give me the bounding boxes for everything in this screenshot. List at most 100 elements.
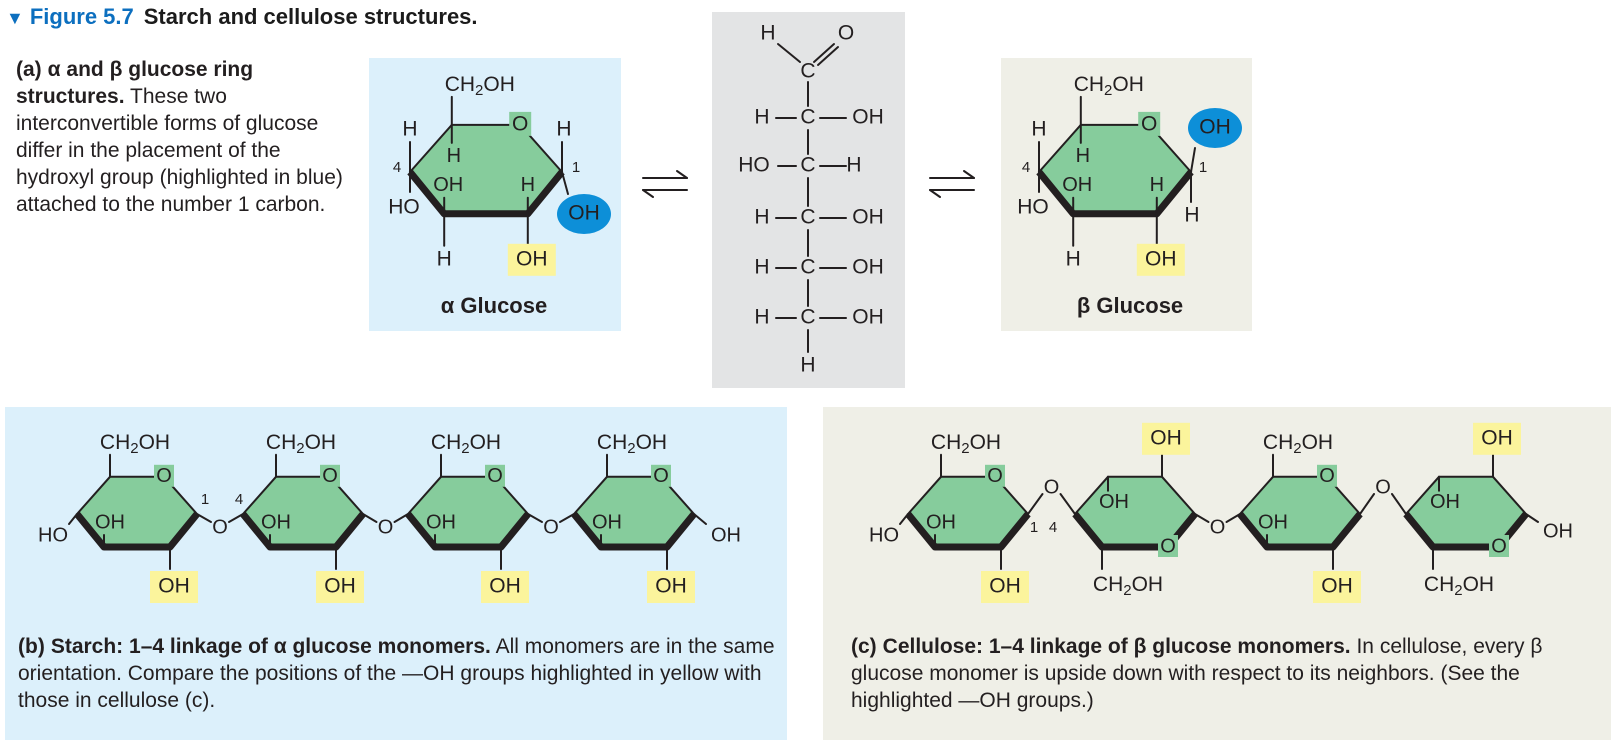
ch2oh-label: CH2OH <box>1093 573 1163 599</box>
yellow-hydroxyl: OH <box>655 575 687 598</box>
carbon-number-4: 4 <box>235 491 243 508</box>
carbon-label: C <box>800 60 815 83</box>
panel-c-heading: Cellulose: 1–4 linkage of β glucose mono… <box>882 635 1351 658</box>
bond-line <box>228 513 244 523</box>
substituent-label: OH <box>852 206 884 229</box>
hydrogen-label: H <box>1076 145 1090 167</box>
hydroxyl-label: OH <box>1099 491 1129 513</box>
hydroxyl-label: HO <box>1017 196 1049 219</box>
carbon-number-1: 1 <box>201 491 209 508</box>
ch2oh-label: CH2OH <box>931 430 1001 456</box>
hydroxyl-label: OH <box>426 511 456 533</box>
bond-line <box>1225 513 1241 523</box>
yellow-hydroxyl: OH <box>1321 575 1353 598</box>
equilibrium-arrow <box>963 170 975 179</box>
hydrogen-label: H <box>447 145 461 167</box>
ring-front-edge <box>1036 169 1194 218</box>
panel-b-heading: Starch: 1–4 linkage of α glucose monomer… <box>50 635 491 658</box>
ring-front-edge <box>407 169 565 218</box>
yellow-highlight <box>1142 422 1190 455</box>
bond-line <box>393 513 409 523</box>
glycosidic-oxygen: O <box>212 516 228 538</box>
ch2oh-label: CH2OH <box>1074 72 1144 98</box>
hydrogen-label: H <box>760 22 775 45</box>
hydroxyl-label: HO <box>38 524 68 546</box>
figure-number: Figure 5.7 <box>29 4 134 29</box>
carbon-label: C <box>800 256 815 279</box>
hydroxyl-label: OH <box>711 524 741 546</box>
hydroxyl-label: HO <box>388 196 420 219</box>
ring-front-edge <box>240 511 366 551</box>
hydroxyl-label: OH <box>261 511 291 533</box>
bond-line <box>899 513 909 525</box>
hydroxyl-label: OH <box>1543 520 1573 542</box>
collapse-triangle-icon[interactable]: ▼ <box>6 8 24 28</box>
bond-line <box>817 46 839 66</box>
carbon-number-1: 1 <box>1199 159 1207 176</box>
yellow-highlight <box>316 571 364 603</box>
panel-b-caption: (b)Starch: 1–4 linkage of α glucose mono… <box>18 633 778 714</box>
hydrogen-label: H <box>1150 174 1164 196</box>
cellulose-panel <box>823 407 1611 740</box>
ch2oh-label: CH2OH <box>445 72 515 98</box>
carbon-number-1: 1 <box>572 159 580 176</box>
yellow-highlight <box>1136 243 1185 276</box>
yellow-highlight <box>150 571 198 603</box>
glycosidic-oxygen: O <box>1375 476 1391 498</box>
ring-oxygen: O <box>1160 535 1176 557</box>
ring-oxygen-bg <box>1317 464 1337 487</box>
hydroxyl-label: OH <box>433 174 463 196</box>
bond-line <box>527 513 543 523</box>
equilibrium-arrow <box>642 189 654 198</box>
bond-line <box>1059 493 1076 515</box>
anomeric-hydroxyl: OH <box>568 202 600 225</box>
bond-line <box>1027 493 1044 515</box>
carbon-label: C <box>800 106 815 129</box>
panel-a-label: (a) <box>16 58 42 81</box>
ring-oxygen-bg <box>320 464 340 487</box>
glycosidic-oxygen: O <box>543 516 559 538</box>
equilibrium-arrow <box>929 189 941 198</box>
yellow-highlight <box>481 571 529 603</box>
carbon-number-4: 4 <box>393 159 401 176</box>
bond-line <box>1391 493 1407 515</box>
hydrogen-label: H <box>556 118 571 141</box>
substituent-label: OH <box>852 106 884 129</box>
equilibrium-arrow <box>676 170 688 179</box>
carbon-label: C <box>800 154 815 177</box>
carbon-number-1: 1 <box>1030 519 1038 536</box>
hydrogen-label: H <box>1031 118 1046 141</box>
substituent-label: H <box>754 306 769 329</box>
ring-front-edge <box>74 511 200 551</box>
blue-highlight <box>1188 108 1242 148</box>
hydroxyl-label: OH <box>1258 511 1288 533</box>
ring-oxygen: O <box>156 465 172 487</box>
bond-line <box>561 171 569 195</box>
ch2oh-label: CH2OH <box>431 430 501 456</box>
ring-front-edge <box>571 511 697 551</box>
ring-oxygen-bg <box>651 464 671 487</box>
ring-oxygen-bg <box>985 464 1005 487</box>
carbon-number-4: 4 <box>1049 519 1057 536</box>
blue-highlight <box>557 194 611 234</box>
yellow-hydroxyl: OH <box>324 575 356 598</box>
substituent-label: H <box>754 106 769 129</box>
bond-line <box>777 43 801 63</box>
ring-oxygen-bg <box>1138 111 1161 136</box>
ring-front-edge <box>405 511 531 551</box>
hydroxyl-label: OH <box>1430 491 1460 513</box>
bond-line <box>693 513 707 525</box>
bond-line <box>559 513 575 523</box>
ring-oxygen-bg <box>1489 535 1509 557</box>
substituent-label: H <box>754 256 769 279</box>
panel-c-caption: (c)Cellulose: 1–4 linkage of β glucose m… <box>851 633 1601 714</box>
ring-oxygen-bg <box>509 111 532 136</box>
substituent-label: H <box>846 154 861 177</box>
yellow-highlight <box>1473 422 1521 455</box>
substituent-label: H <box>754 206 769 229</box>
bond-line <box>1194 513 1210 523</box>
yellow-hydroxyl: OH <box>158 575 190 598</box>
panel-c-label: (c) <box>851 635 877 658</box>
bond-line <box>1525 513 1539 523</box>
ring-front-edge <box>905 511 1031 551</box>
